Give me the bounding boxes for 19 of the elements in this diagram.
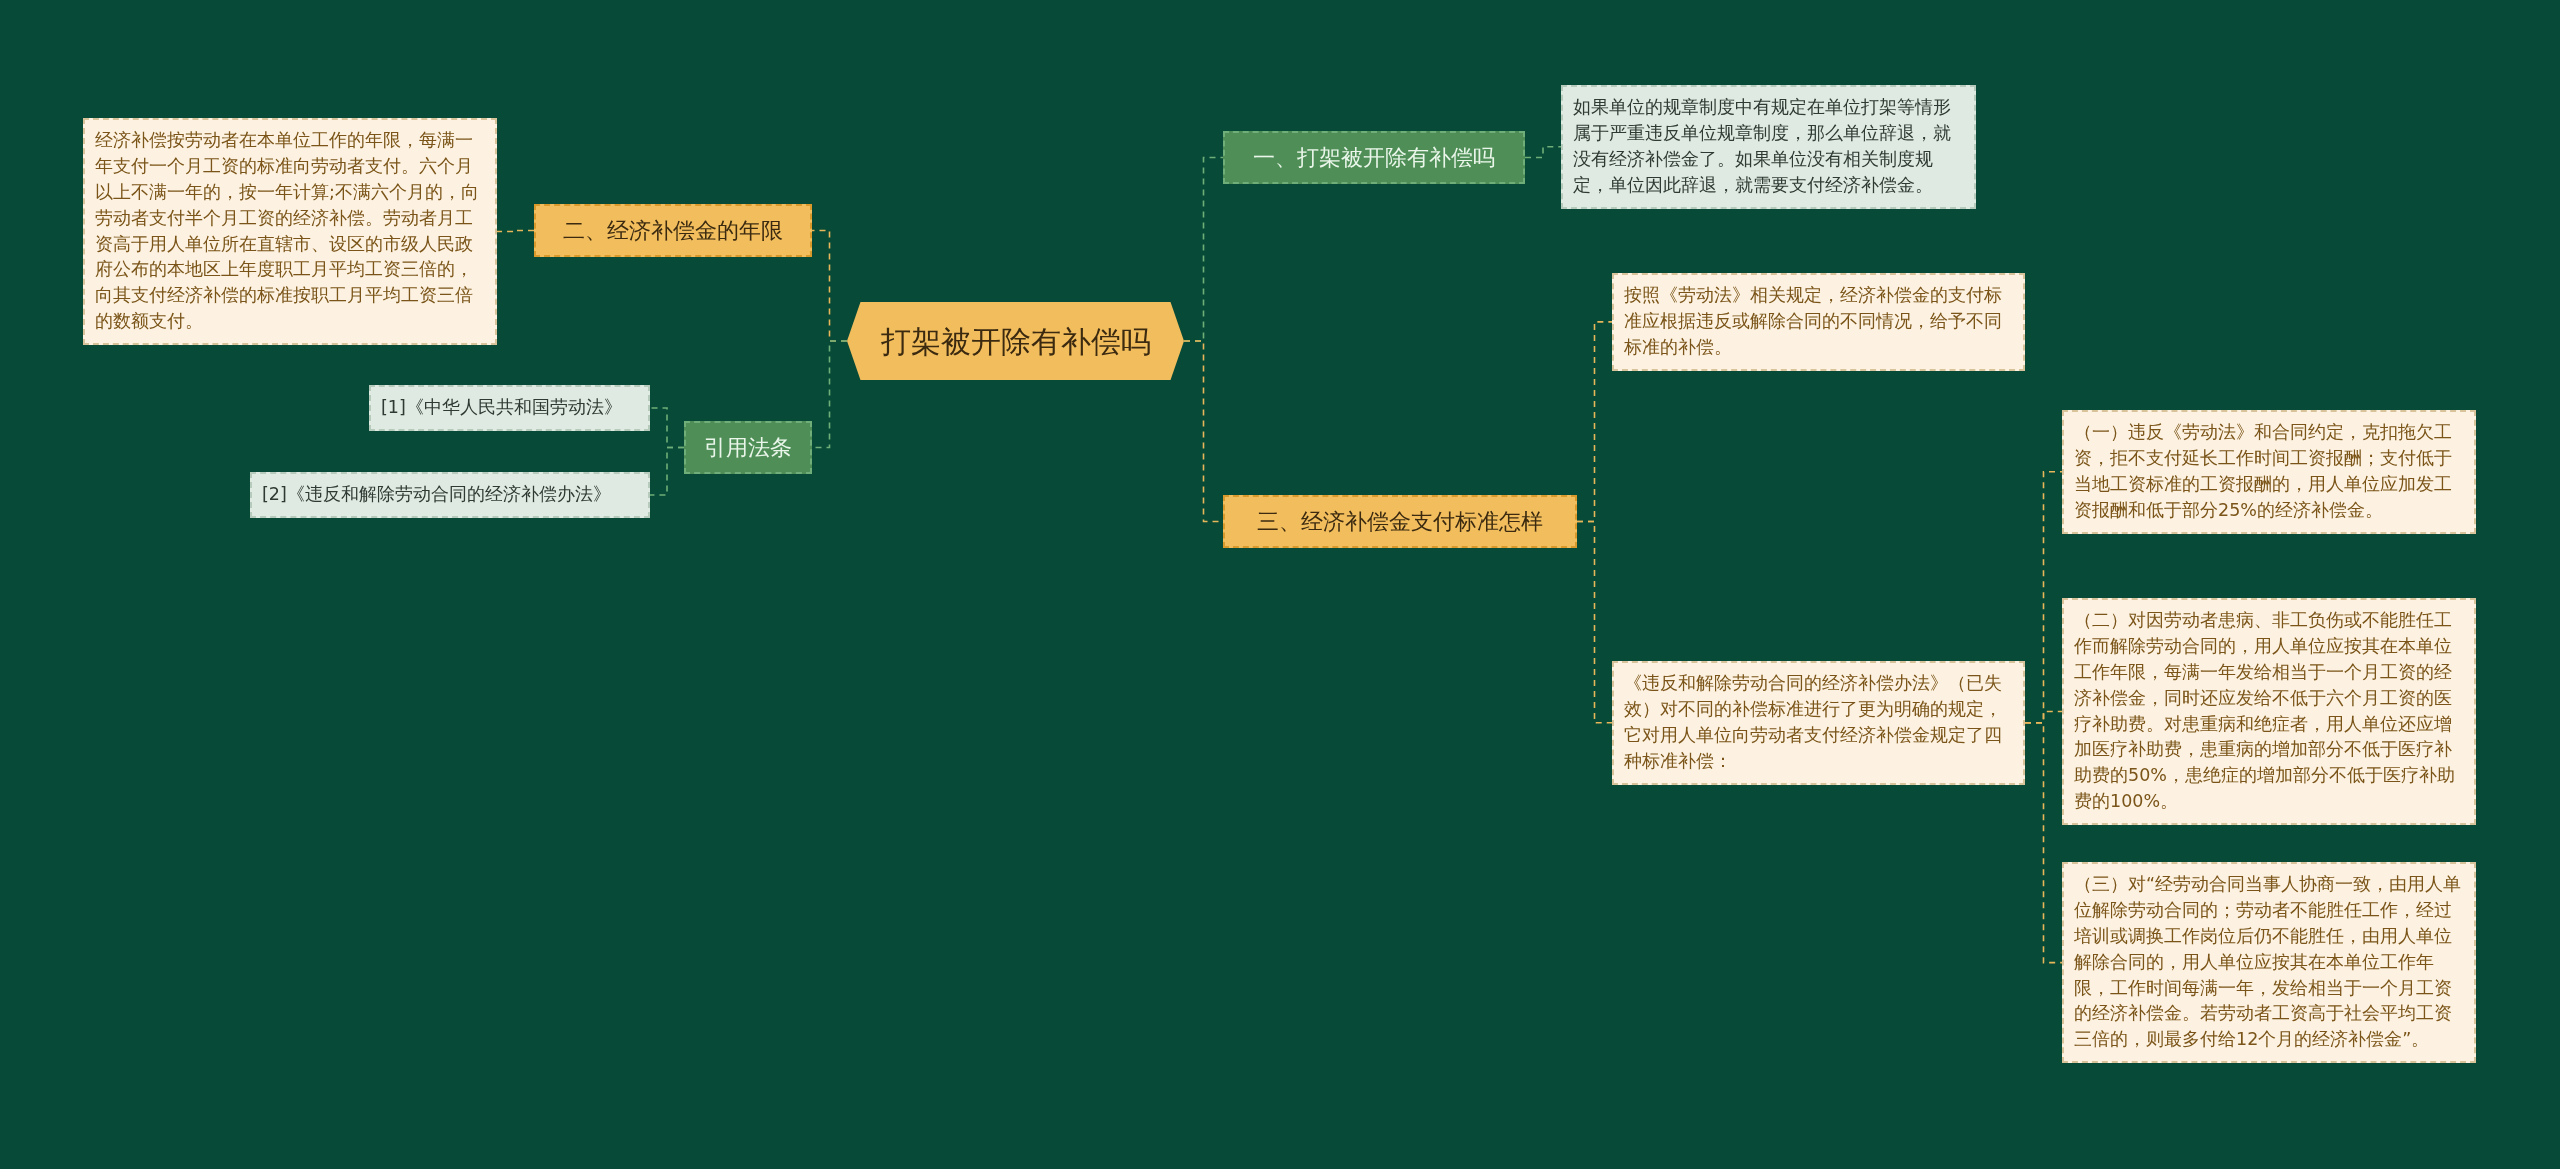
connector-line — [2024, 722, 2063, 964]
branch-topic: 三、经济补偿金支付标准怎样 — [1223, 495, 1577, 548]
branch-topic: 引用法条 — [684, 421, 812, 474]
central-topic: 打架被开除有补偿吗 — [847, 302, 1184, 380]
text-card: （一）违反《劳动法》和合同约定，克扣拖欠工资，拒不支付延长工作时间工资报酬；支付低于当地工资标准的工资报酬的，用人单位应加发工资报酬和低于部分25%的经济补偿金。 — [2062, 410, 2476, 534]
connector-line — [496, 229, 535, 233]
text-card: 如果单位的规章制度中有规定在单位打架等情形属于严重违反单位规章制度，那么单位辞退，就没有经济补偿金了。如果单位没有相关制度规定，单位因此辞退，就需要支付经济补偿金。 — [1561, 85, 1976, 209]
text-card: 经济补偿按劳动者在本单位工作的年限，每满一年支付一个月工资的标准向劳动者支付。六个月以上不满一年的，按一年计算;不满六个月的，向劳动者支付半个月工资的经济补偿。劳动者月工资高于用人单位所在直辖市、设区的市级人民政府公布的本地区上年度职工月平均工资三倍的，向其支付经济补偿的标准按职工月平均工资三倍的数额支付。 — [83, 118, 497, 346]
text-card: [2]《违反和解除劳动合同的经济补偿办法》 — [250, 472, 650, 518]
text-card: [1]《中华人民共和国劳动法》 — [369, 385, 650, 431]
text-card: 按照《劳动法》相关规定，经济补偿金的支付标准应根据违反或解除合同的不同情况，给予不同标准的补偿。 — [1612, 273, 2025, 371]
branch-topic: 一、打架被开除有补偿吗 — [1223, 131, 1525, 184]
text-card: （二）对因劳动者患病、非工负伤或不能胜任工作而解除劳动合同的，用人单位应按其在本单位工作年限，每满一年发给相当于一个月工资的经济补偿金，同时还应发给不低于六个月工资的医疗补助费。对患重病和绝症者，用人单位还应增加医疗补助费，患重病的增加部分不低于医疗补助费的50%，患绝症的增加部分不低于医疗补助费的100%。 — [2062, 598, 2476, 826]
branch-topic: 二、经济补偿金的年限 — [534, 204, 812, 257]
text-card: （三）对“经劳动合同当事人协商一致，由用人单位解除劳动合同的；劳动者不能胜任工作，经过培训或调换工作岗位后仍不能胜任，由用人单位解除合同的，用人单位应按其在本单位工作年限，工作时间每满一年，发给相当于一个月工资的经济补偿金。若劳动者工资高于社会平均工资三倍的，则最多付给12个月的经济补偿金”。 — [2062, 862, 2476, 1064]
connector-line — [1576, 520, 1613, 724]
connector-line — [1524, 146, 1562, 159]
text-card: 《违反和解除劳动合同的经济补偿办法》（已失效）对不同的补偿标准进行了更为明确的规定，它对用人单位向劳动者支付经济补偿金规定了四种标准补偿： — [1612, 661, 2025, 785]
connector-line — [649, 446, 685, 496]
